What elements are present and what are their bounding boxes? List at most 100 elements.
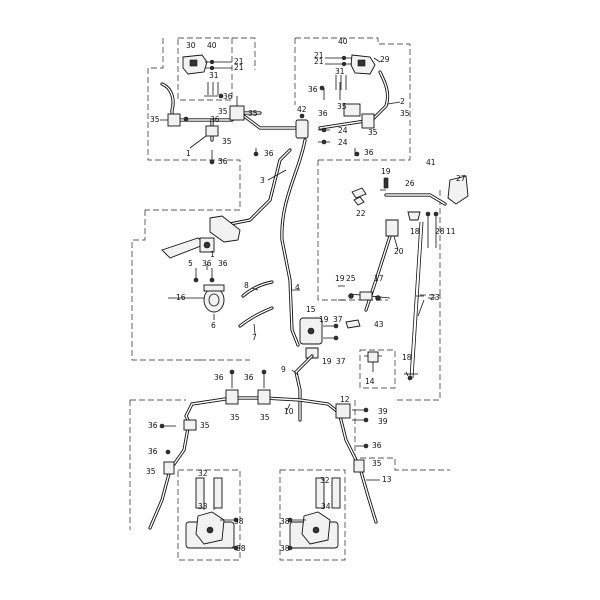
upper-hoses [160,70,390,347]
svg-text:12: 12 [340,395,350,404]
svg-text:14: 14 [365,377,375,386]
svg-text:36: 36 [148,421,158,430]
svg-text:18: 18 [402,353,412,362]
rod-23 [404,221,424,381]
svg-text:25: 25 [346,274,356,283]
svg-text:27: 27 [456,174,466,183]
svg-text:35: 35 [372,459,382,468]
svg-text:9: 9 [281,365,286,374]
svg-text:37: 37 [333,315,343,324]
svg-text:35: 35 [368,128,378,137]
svg-text:21: 21 [314,57,324,66]
svg-text:34: 34 [321,502,331,511]
caliper-top-left [182,54,232,95]
bolts [183,82,360,165]
svg-text:35: 35 [248,109,258,118]
sensor-14 [364,351,382,372]
svg-text:21: 21 [234,57,244,66]
svg-text:35: 35 [260,413,270,422]
svg-text:36: 36 [223,92,233,101]
caliper-lower-right [287,477,341,551]
svg-text:36: 36 [372,441,382,450]
svg-text:2: 2 [400,97,405,106]
svg-text:36: 36 [148,447,158,456]
left-lever [161,215,241,313]
svg-text:8: 8 [244,281,249,290]
svg-text:39: 39 [378,417,388,426]
svg-text:38: 38 [236,544,246,553]
svg-text:19: 19 [381,167,391,176]
junction-blocks [167,103,375,139]
svg-text:24: 24 [338,138,348,147]
svg-text:21: 21 [234,63,244,72]
svg-text:36: 36 [244,373,254,382]
svg-text:43: 43 [374,320,384,329]
svg-text:18: 18 [410,227,420,236]
svg-text:1: 1 [186,149,191,158]
svg-text:20: 20 [394,247,404,256]
svg-text:1: 1 [210,250,215,259]
svg-text:4: 4 [295,283,300,292]
svg-text:38: 38 [280,544,290,553]
svg-text:41: 41 [426,158,436,167]
svg-text:21: 21 [314,51,324,60]
svg-text:26: 26 [405,179,415,188]
svg-text:36: 36 [218,259,228,268]
svg-text:35: 35 [218,107,228,116]
svg-text:37: 37 [336,357,346,366]
svg-text:31: 31 [335,67,345,76]
lower-bolts [159,369,369,455]
svg-text:35: 35 [200,421,210,430]
svg-text:36: 36 [364,148,374,157]
svg-text:35: 35 [222,137,232,146]
svg-text:40: 40 [207,41,217,50]
svg-text:32: 32 [198,469,208,478]
svg-text:35: 35 [230,413,240,422]
caliper-top-right [325,54,376,90]
svg-text:38: 38 [280,517,290,526]
svg-text:42: 42 [297,105,307,114]
svg-text:13: 13 [382,475,392,484]
svg-text:35: 35 [150,115,160,124]
svg-text:35: 35 [337,102,347,111]
svg-text:19: 19 [322,357,332,366]
svg-text:19: 19 [319,315,329,324]
svg-text:40: 40 [338,37,348,46]
svg-text:39: 39 [378,407,388,416]
svg-text:36: 36 [264,149,274,158]
lower-hoses [148,354,378,530]
svg-text:17: 17 [374,274,384,283]
svg-text:30: 30 [186,41,196,50]
svg-text:3: 3 [260,176,265,185]
svg-text:28: 28 [435,227,445,236]
leader-lines [160,57,436,481]
svg-text:16: 16 [176,293,186,302]
svg-text:35: 35 [146,467,156,476]
hoses-7-8 [238,280,274,328]
svg-text:38: 38 [234,517,244,526]
svg-text:36: 36 [308,85,318,94]
svg-text:23: 23 [430,293,440,302]
svg-text:7: 7 [252,333,257,342]
center-valve [299,317,361,359]
svg-text:24: 24 [338,126,348,135]
svg-text:33: 33 [198,502,208,511]
pedal-assembly [338,175,469,312]
svg-text:35: 35 [400,109,410,118]
callout-labels: 30 40 21 21 31 35 36 35 36 35 35 1 36 36… [146,37,466,553]
svg-text:31: 31 [209,71,219,80]
svg-text:36: 36 [214,373,224,382]
svg-text:5: 5 [188,259,193,268]
svg-text:22: 22 [356,209,366,218]
svg-text:6: 6 [211,321,216,330]
svg-text:36: 36 [210,115,220,124]
svg-text:19: 19 [335,274,345,283]
svg-text:15: 15 [306,305,316,314]
svg-text:36: 36 [318,109,328,118]
group-frames [129,37,450,561]
caliper-lower-left [185,477,239,551]
svg-text:36: 36 [202,259,212,268]
svg-text:36: 36 [218,157,228,166]
